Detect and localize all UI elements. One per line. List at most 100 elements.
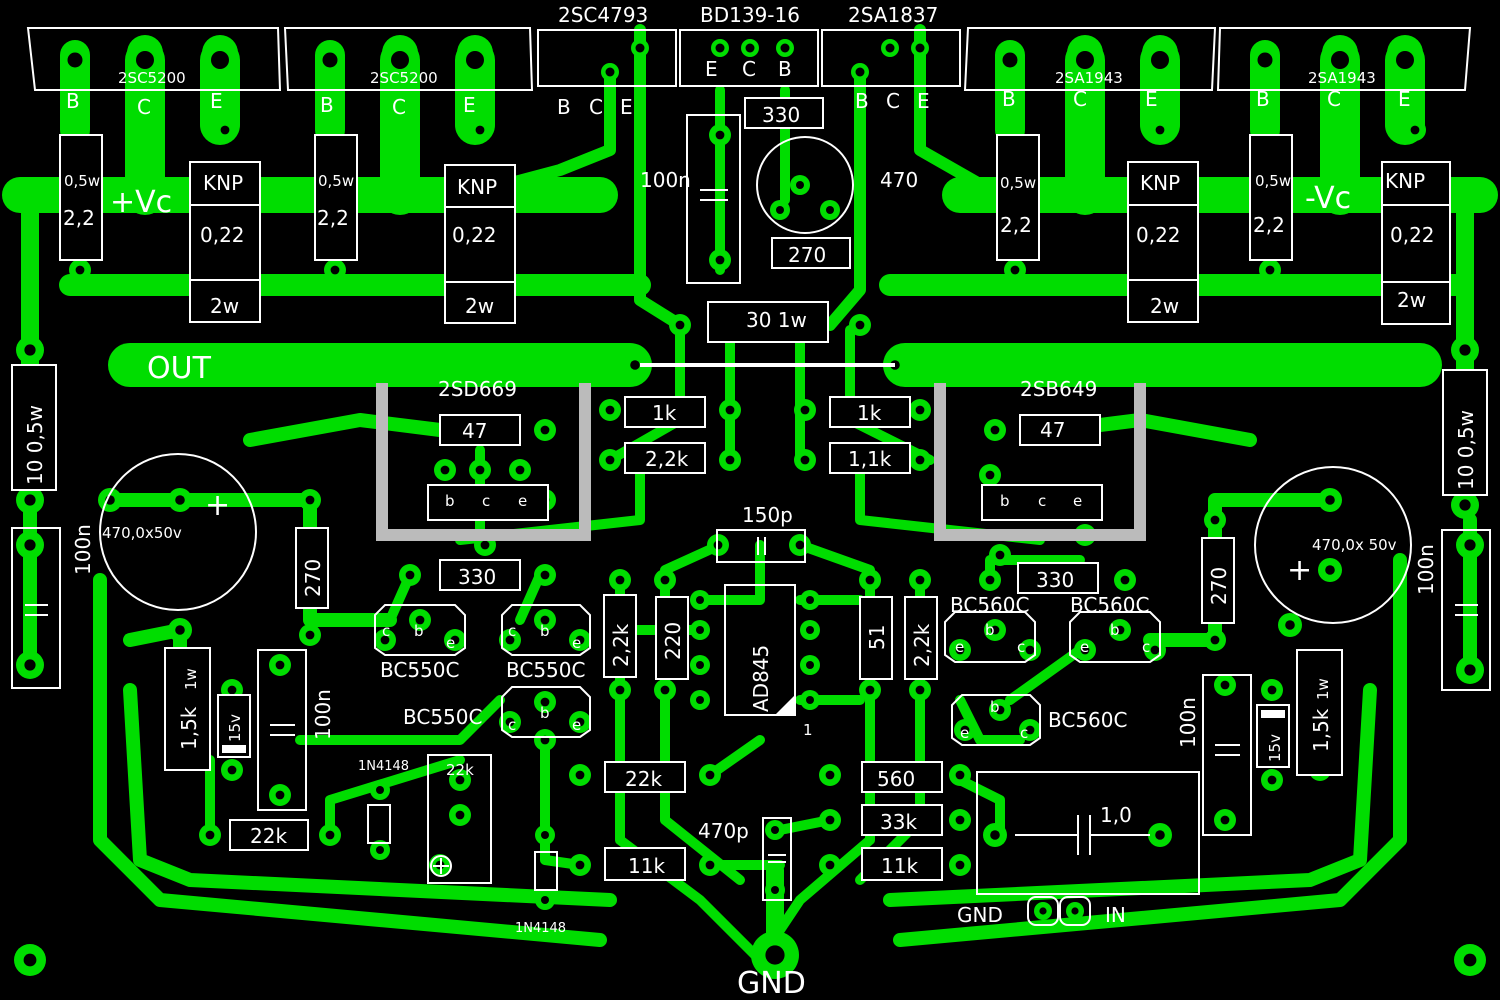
pad-hole xyxy=(275,790,285,800)
pad-hole xyxy=(1120,575,1130,585)
label-r1w: 1w xyxy=(1314,678,1332,700)
pin-b: B xyxy=(778,57,792,81)
pad-hole xyxy=(826,206,834,214)
pad-hole xyxy=(67,52,83,68)
pad-hole xyxy=(1459,499,1471,511)
pad-hole xyxy=(1396,51,1414,69)
pad-hole xyxy=(605,405,615,415)
label-q-bc560c: BC560C xyxy=(1048,708,1127,732)
pad-hole xyxy=(575,635,585,645)
pad-hole xyxy=(985,470,995,480)
label-c100n: 100n xyxy=(1176,697,1200,748)
label-r05w: 0,5w xyxy=(318,172,354,190)
label-r22: 2,2 xyxy=(63,206,95,230)
label-vc-neg: -Vc xyxy=(1305,181,1351,216)
pad-hole xyxy=(800,405,810,415)
label-r2k2: 2,2k xyxy=(910,623,934,667)
label-r10: 10 0,5w xyxy=(23,405,47,485)
pad-hole xyxy=(865,685,875,695)
label-opamp: AD845 xyxy=(749,645,773,712)
pad-hole xyxy=(23,953,37,967)
label-r47: 47 xyxy=(462,419,487,443)
label-r22: 2,2 xyxy=(1253,213,1285,237)
pad-hole xyxy=(630,360,640,370)
pin-c: c xyxy=(1038,492,1046,510)
pin-e: E xyxy=(210,89,223,113)
pin-b: B xyxy=(557,95,571,119)
pin-e: e xyxy=(446,634,455,652)
pin-e: e xyxy=(1073,492,1082,510)
pad-hole xyxy=(455,775,465,785)
pad-hole xyxy=(915,405,925,415)
label-q-2sa1837: 2SA1837 xyxy=(848,3,938,27)
pad-hole xyxy=(675,320,685,330)
pad-hole xyxy=(796,181,804,189)
pad-hole xyxy=(505,717,515,727)
pin-e: e xyxy=(572,634,581,652)
pad-hole xyxy=(24,494,36,506)
label-r022: 0,22 xyxy=(452,223,497,247)
label-q-bc550c: BC550C xyxy=(403,705,482,729)
pin-b: B xyxy=(66,89,80,113)
label-r330: 330 xyxy=(762,103,800,127)
pad-hole xyxy=(1220,680,1230,690)
label-q-bc550c: BC550C xyxy=(380,658,459,682)
label-p22k: 22k xyxy=(446,761,474,779)
pin-b: B xyxy=(1256,87,1270,111)
pad-hole xyxy=(715,130,725,140)
label-r2k2: 2,2k xyxy=(609,623,633,667)
pin-e: E xyxy=(463,93,476,117)
pad-hole xyxy=(275,660,285,670)
label-z15v: 15v xyxy=(1266,734,1284,762)
label-r11k: 11k xyxy=(881,854,918,878)
pad-hole xyxy=(771,886,779,894)
pad-hole xyxy=(440,465,450,475)
pad-hole xyxy=(995,705,1005,715)
pad-hole xyxy=(1151,51,1169,69)
pad-hole xyxy=(806,596,814,604)
label-r270: 270 xyxy=(301,559,325,597)
label-in: IN xyxy=(1105,903,1126,927)
pin-e: E xyxy=(705,57,718,81)
pad-hole xyxy=(605,455,615,465)
pin-e: E xyxy=(1145,87,1158,111)
pad-hole xyxy=(855,320,865,330)
pad-hole xyxy=(771,826,779,834)
pad-hole xyxy=(1155,125,1165,135)
pin-c: C xyxy=(742,57,756,81)
label-r05w: 0,5w xyxy=(1000,174,1036,192)
pad-hole xyxy=(1464,664,1476,676)
label-r11k: 11k xyxy=(628,854,665,878)
label-r270: 270 xyxy=(788,243,826,267)
pin-c: C xyxy=(1327,87,1341,111)
label-r270: 270 xyxy=(1207,567,1231,605)
pad-hole xyxy=(175,495,185,505)
pad-hole xyxy=(1267,775,1277,785)
pad-hole xyxy=(220,125,230,135)
label-r1w: 1w xyxy=(182,668,200,690)
pad-hole xyxy=(615,575,625,585)
pad-hole xyxy=(540,615,550,625)
label-q-2sc4793: 2SC4793 xyxy=(558,3,648,27)
pin-e: e xyxy=(955,638,964,656)
pad-hole xyxy=(855,67,865,77)
pad-hole xyxy=(955,645,965,655)
label-r2w: 2w xyxy=(465,294,494,318)
label-pin1: 1 xyxy=(803,721,813,739)
pad-hole xyxy=(540,570,550,580)
pad-hole xyxy=(995,550,1005,560)
pad-hole xyxy=(990,425,1000,435)
pad-hole xyxy=(325,830,335,840)
pin-b: b xyxy=(1110,621,1120,639)
pad-hole xyxy=(915,43,925,53)
pad-hole xyxy=(696,696,704,704)
pad-hole xyxy=(175,625,185,635)
label-trim470: 470 xyxy=(880,168,918,192)
label-r1k5: 1,5k xyxy=(177,706,201,750)
pad-hole xyxy=(541,831,549,839)
label-r22k: 22k xyxy=(625,767,662,791)
pad-hole xyxy=(1076,51,1094,69)
label-r47: 47 xyxy=(1040,418,1065,442)
pad-hole xyxy=(575,717,585,727)
pad-hole xyxy=(1039,907,1047,915)
